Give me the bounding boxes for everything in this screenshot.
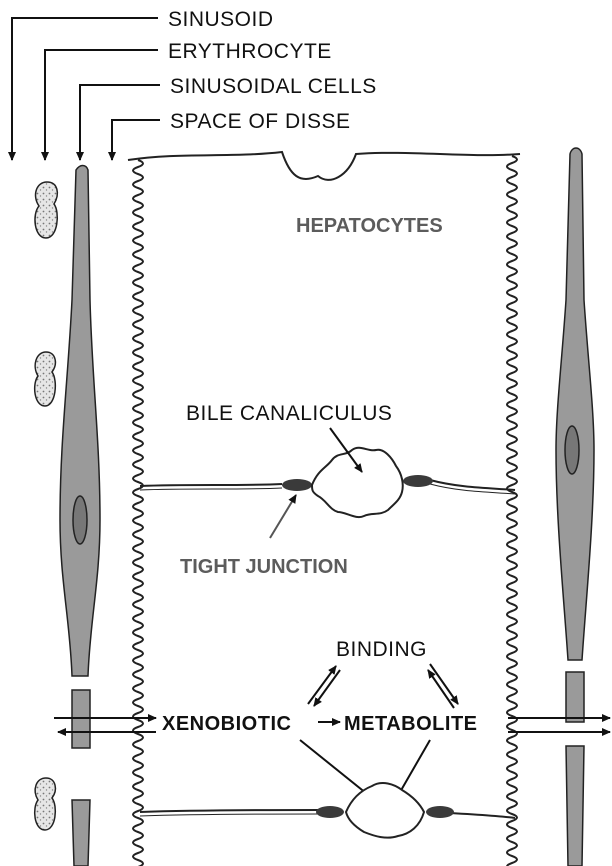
sinusoid-leader: [12, 18, 158, 160]
label-leaders: [12, 18, 160, 160]
label-hepatocytes: HEPATOCYTES: [296, 215, 443, 237]
label-bile-canaliculus: BILE CANALICULUS: [186, 402, 392, 425]
label-tight-junction: TIGHT JUNCTION: [180, 556, 348, 578]
erythrocyte: [35, 182, 57, 238]
erythrocyte: [35, 778, 56, 830]
bile-canaliculus-2: [346, 783, 424, 838]
erythrocyte-leader: [45, 50, 158, 160]
label-binding: BINDING: [336, 638, 427, 661]
sinusoidal-cells-leader: [80, 85, 160, 160]
bile-canaliculus-junction: [140, 448, 515, 517]
tight-junction-arrow: [270, 495, 296, 538]
label-space-of-disse: SPACE OF DISSE: [170, 110, 351, 133]
bile-canaliculus: [312, 448, 403, 517]
tight-junction-left-2: [316, 806, 344, 818]
tight-junction-right-2: [426, 806, 454, 818]
right-villous-membrane: [507, 156, 517, 866]
label-metabolite: METABOLITE: [344, 713, 478, 735]
right-sinusoidal-cell: [556, 148, 594, 866]
right-cell-nucleus: [565, 426, 579, 474]
erythrocyte: [35, 352, 56, 406]
space-of-disse-leader: [112, 120, 160, 160]
erythrocytes: [35, 182, 58, 830]
top-membrane: [128, 152, 520, 180]
label-erythrocyte: ERYTHROCYTE: [168, 40, 332, 63]
label-xenobiotic: XENOBIOTIC: [162, 713, 291, 735]
bottom-junction: [140, 783, 515, 838]
tight-junction-left: [282, 479, 312, 491]
left-cell-nucleus: [73, 496, 87, 544]
tight-junction-right: [403, 475, 433, 487]
label-sinusoid: SINUSOID: [168, 8, 274, 31]
label-sinusoidal-cells: SINUSOIDAL CELLS: [170, 75, 377, 98]
left-villous-membrane: [133, 160, 143, 866]
left-sinusoidal-cell: [60, 166, 100, 866]
